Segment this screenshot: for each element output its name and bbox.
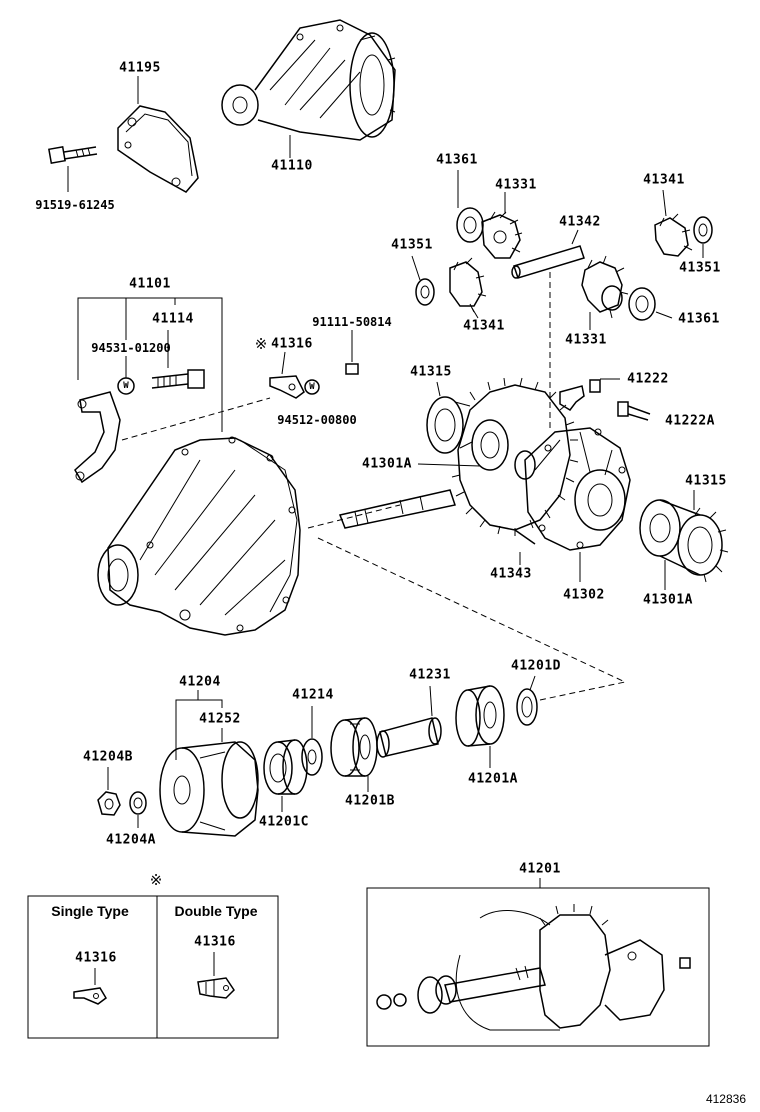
label-41343: 41343 (490, 566, 532, 582)
label-41201A: 41201A (468, 771, 518, 787)
bearing-41301A-left (471, 419, 509, 471)
label-41195: 41195 (119, 60, 161, 76)
drive-pinion-shaft (338, 489, 456, 529)
bolt-91519 (48, 146, 98, 192)
ref-mark-41316: ※ (254, 335, 268, 353)
label-41316-double: 41316 (194, 934, 236, 950)
washer-41204A (129, 791, 147, 815)
lock-41222 (559, 379, 601, 411)
label-41201B: 41201B (345, 793, 395, 809)
bearing-41315-left (426, 396, 473, 454)
label-41361-bottom: 41361 (678, 311, 720, 327)
label-41252: 41252 (199, 711, 241, 727)
label-41201D: 41201D (511, 658, 561, 674)
label-41114: 41114 (152, 311, 194, 327)
label-41315-right: 41315 (685, 473, 727, 489)
label-41342: 41342 (559, 214, 601, 230)
diagram-code: 412836 (705, 1092, 746, 1106)
label-41231: 41231 (409, 667, 451, 683)
label-91111-50814: 91111-50814 (312, 315, 392, 329)
label-41361-top: 41361 (436, 152, 478, 168)
label-41341-right: 41341 (643, 172, 685, 188)
label-41201: 41201 (519, 861, 561, 877)
thrust-washer-41351-left (415, 278, 435, 306)
label-41351-right: 41351 (679, 260, 721, 276)
clip-type-box (27, 895, 279, 1039)
label-94512-00800: 94512-00800 (277, 413, 357, 427)
washer-41361-top (456, 207, 484, 243)
nut-41204B (97, 791, 121, 816)
shim-41201D (516, 688, 538, 726)
clip-41316 (269, 375, 320, 399)
bolt-41222A (617, 401, 651, 421)
clip-single-icon (73, 987, 107, 1005)
label-41351-left: 41351 (391, 237, 433, 253)
double-type-title: Double Type (174, 903, 258, 919)
label-41101: 41101 (129, 276, 171, 292)
single-type-title: Single Type (51, 903, 129, 919)
label-91519-61245: 91519-61245 (35, 198, 115, 212)
label-41316-single: 41316 (75, 950, 117, 966)
side-gear-41341-right (654, 213, 693, 257)
slinger-41214 (301, 738, 323, 776)
label-41301A-right: 41301A (643, 592, 693, 608)
diff-case-41302 (514, 427, 631, 551)
bolt-94531 (151, 369, 205, 389)
label-41331-top: 41331 (495, 177, 537, 193)
pinion-shaft-41342 (511, 245, 585, 279)
label-41301A-left: 41301A (362, 456, 412, 472)
label-41222A: 41222A (665, 413, 715, 429)
bearing-41301A-right (639, 499, 701, 576)
carrier-case-main (97, 436, 301, 636)
label-41214: 41214 (292, 687, 334, 703)
label-94531-01200: 94531-01200 (91, 341, 171, 355)
label-41110: 41110 (271, 158, 313, 174)
label-41341-left: 41341 (463, 318, 505, 334)
clip-double-icon (197, 977, 235, 999)
flange-41204 (159, 741, 259, 837)
washer-41361-bottom (628, 287, 656, 321)
label-41201C: 41201C (259, 814, 309, 830)
pinion-gear-41331-bottom (581, 255, 629, 319)
label-41316: 41316 (271, 336, 313, 352)
pinion-gear-41331-top (481, 211, 523, 259)
pin-41343 (514, 529, 536, 565)
bearing-41201A (455, 685, 505, 747)
label-41204B: 41204B (83, 749, 133, 765)
cover-41195 (117, 105, 199, 193)
thrust-washer-41351-right (693, 216, 713, 244)
carrier-assembly-41110 (221, 19, 396, 141)
spacer-41231 (376, 717, 442, 758)
label-41222: 41222 (627, 371, 669, 387)
bearing-41315-right (677, 507, 729, 583)
label-41315-left: 41315 (410, 364, 452, 380)
ring-gear (451, 377, 579, 536)
bolt-91111 (345, 330, 359, 375)
bearing-cap-left (74, 391, 121, 484)
ref-mark-box: ※ (149, 871, 163, 889)
washer-mark-w2: W (309, 382, 315, 392)
bearing-41201B (330, 717, 378, 777)
label-41204A: 41204A (106, 832, 156, 848)
washer-mark-w1: W (123, 381, 129, 391)
kit-box-41201 (366, 878, 710, 1047)
oil-seal-41201C (263, 739, 308, 795)
label-41204: 41204 (179, 674, 221, 690)
label-41331-bottom: 41331 (565, 332, 607, 348)
side-gear-41341-left (449, 257, 487, 313)
label-41302: 41302 (563, 587, 605, 603)
washer-94531 (117, 377, 135, 395)
